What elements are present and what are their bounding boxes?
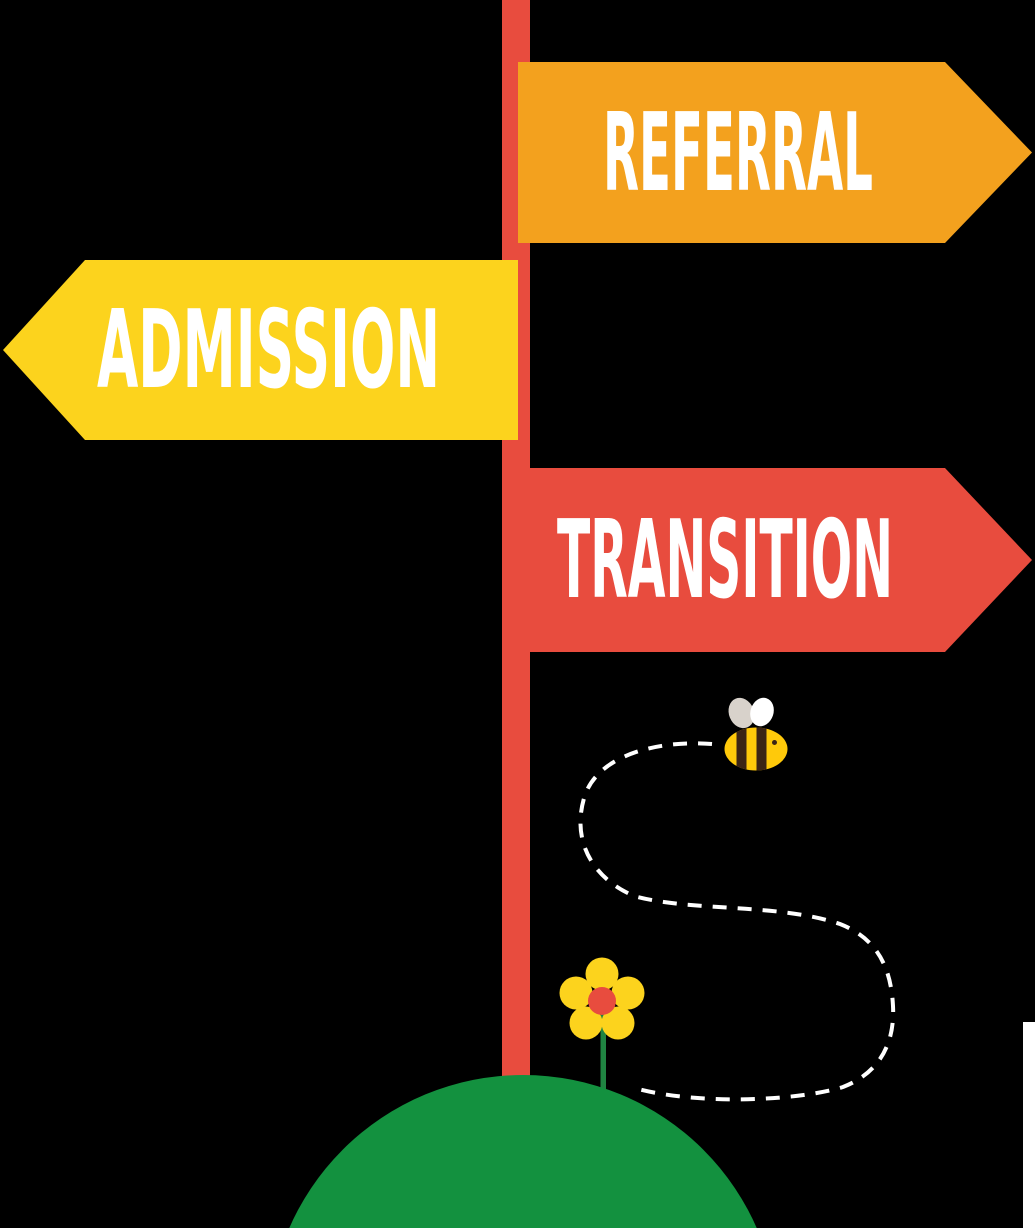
bee-stripe <box>736 727 747 771</box>
bee-left-wing <box>728 697 755 729</box>
flower <box>559 957 645 1040</box>
sign-referral[interactable]: REFERRAL <box>518 62 1032 243</box>
sign-referral-label: REFERRAL <box>603 91 873 216</box>
bee-flight-path <box>578 741 896 1102</box>
bee-stripe <box>756 727 767 771</box>
edge-strip <box>1023 1022 1035 1228</box>
bee-eye <box>772 740 777 745</box>
sign-transition-label: TRANSITION <box>557 498 893 623</box>
bee <box>724 697 788 771</box>
sign-referral-arrow[interactable] <box>518 62 1032 243</box>
flower-petal <box>611 976 645 1010</box>
sign-transition-arrow[interactable] <box>518 468 1032 652</box>
bee-right-wing <box>750 697 774 727</box>
flower-petal <box>569 1006 603 1040</box>
sign-admission-arrow[interactable] <box>3 260 518 440</box>
flower-stem <box>600 1002 606 1095</box>
flower-petal <box>585 957 619 991</box>
hill <box>289 1075 757 1228</box>
sign-admission[interactable]: ADMISSION <box>3 260 518 440</box>
sign-admission-label: ADMISSION <box>97 288 440 413</box>
flower-petal <box>559 976 593 1010</box>
sign-transition[interactable]: TRANSITION <box>518 468 1032 652</box>
bee-body <box>724 727 788 771</box>
flower-center <box>588 987 616 1015</box>
flower-petal <box>601 1006 635 1040</box>
